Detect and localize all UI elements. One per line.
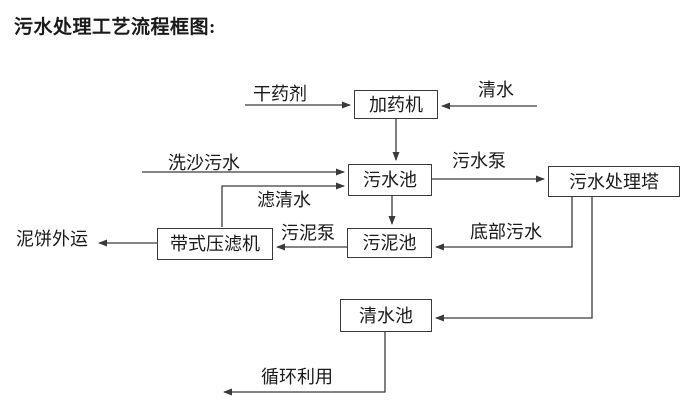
flow-label-clean-water: 清水	[478, 80, 514, 100]
arrow-tower-to-clean-pool	[435, 197, 593, 322]
diagram-title: 污水处理工艺流程框图:	[14, 17, 216, 38]
arrow-bottom-sewage-to-sludge-pool	[435, 197, 573, 251]
flow-label-bottom-sewage: 底部污水	[470, 222, 542, 242]
flow-label-dry-chemical: 干药剂	[253, 84, 307, 104]
flow-label-sand-washing-sewage: 洗沙污水	[168, 153, 240, 173]
node-belt-filter-press: 带式压滤机	[157, 228, 273, 260]
flow-label-sewage-pump: 污水泵	[452, 151, 506, 171]
flow-label-filtered-water: 滤清水	[257, 190, 311, 210]
node-sludge-pool: 污泥池	[347, 228, 432, 258]
node-treatment-tower: 污水处理塔	[548, 166, 680, 197]
node-sewage-pool: 污水池	[348, 164, 432, 196]
node-dosing-machine: 加药机	[354, 90, 438, 119]
flow-label-recycle-use: 循环利用	[261, 367, 333, 387]
arrow-recycle-use	[223, 332, 386, 396]
flow-label-sludge-pump: 污泥泵	[281, 223, 335, 243]
flow-label-mud-cake-out: 泥饼外运	[16, 229, 88, 249]
node-clean-water-pool: 清水池	[340, 299, 432, 332]
arrow-filtered-water-to-sewage-pool	[221, 182, 345, 227]
